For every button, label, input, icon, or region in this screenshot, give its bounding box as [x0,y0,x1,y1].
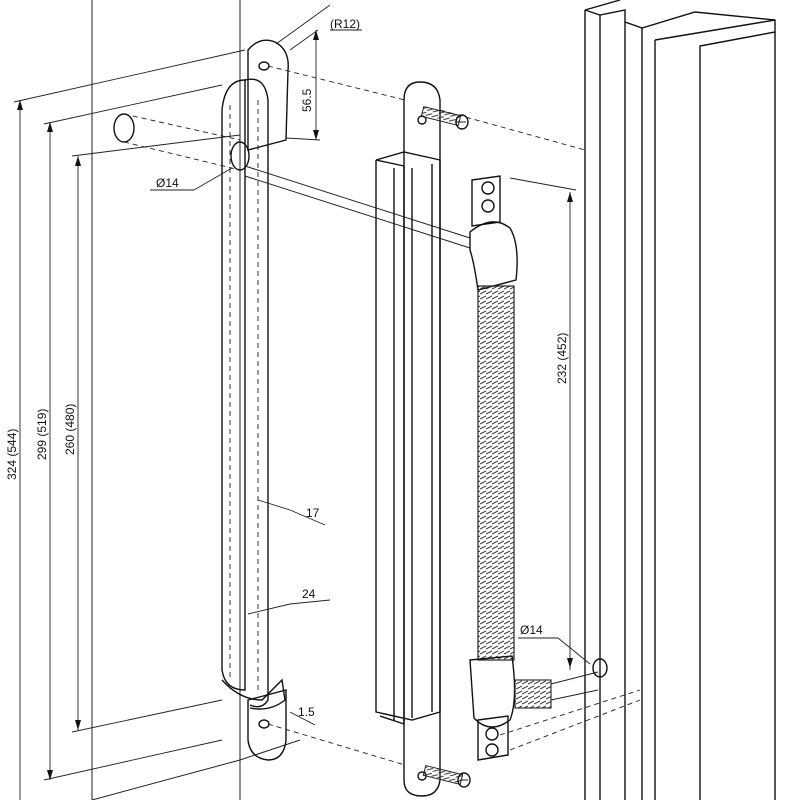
dimension-lines [13,4,591,800]
label-depth-24: 24 [302,587,316,601]
dimension-labels: (R12) 56.5 Ø14 324 (544) 299 (519) 260 (… [5,17,569,719]
label-outer-height: 299 (519) [35,409,49,460]
label-rod-diameter-right: Ø14 [520,623,543,637]
label-inner-height: 260 (480) [63,404,77,455]
screw-top [420,105,469,130]
spring-closer [469,175,608,761]
label-total-height: 324 (544) [5,429,19,480]
rail-plate [375,81,441,797]
handle-left [113,39,641,766]
label-thickness: 1.5 [298,705,315,719]
label-depth-17: 17 [306,506,320,520]
label-top-offset: 56.5 [300,88,314,112]
post-right [584,0,776,800]
label-rod-diameter-left: Ø14 [156,176,179,190]
screw-bottom [422,764,471,788]
door-frame-left [91,0,301,800]
label-radius: (R12) [330,17,360,31]
label-spring-height: 232 (452) [555,333,569,384]
